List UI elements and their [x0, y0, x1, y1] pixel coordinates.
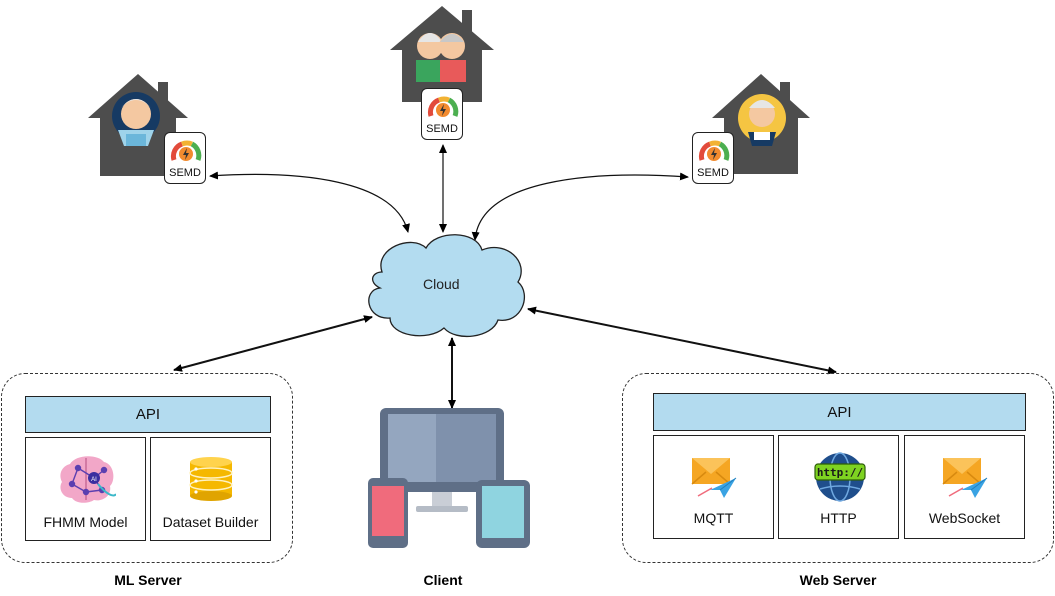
semd-device-left: SEMD — [164, 132, 206, 184]
web-server-websocket-box: WebSocket — [904, 435, 1025, 539]
mail-send-icon — [691, 458, 737, 498]
web-server-mqtt-box: MQTT — [653, 435, 774, 539]
svg-text:http://: http:// — [817, 466, 864, 479]
energy-meter-icon — [698, 140, 730, 161]
devices-icon — [368, 408, 530, 548]
ml-server-group — [1, 373, 293, 563]
database-icon — [189, 457, 233, 501]
http-globe-icon: http:// — [814, 452, 866, 502]
connector-cloud-web-server — [527, 306, 837, 375]
semd-label: SEMD — [426, 123, 458, 135]
connector-left-house-cloud — [209, 171, 410, 233]
energy-meter-icon — [170, 140, 202, 161]
semd-label: SEMD — [697, 167, 729, 179]
cloud-shape — [368, 234, 526, 338]
client-title: Client — [423, 572, 463, 588]
house-center-icon — [390, 6, 494, 102]
neural-brain-icon: AI — [60, 456, 116, 503]
web-server-title: Web Server — [799, 572, 877, 588]
semd-device-right: SEMD — [692, 132, 734, 184]
mqtt-label: MQTT — [693, 510, 734, 526]
websocket-label: WebSocket — [928, 510, 1001, 526]
energy-meter-icon — [427, 96, 459, 117]
http-label: HTTP — [820, 510, 857, 526]
semd-device-center: SEMD — [421, 88, 463, 140]
svg-text:AI: AI — [91, 477, 97, 483]
ml-server-title: ML Server — [114, 572, 182, 588]
house-left-icon — [88, 74, 188, 176]
fhmm-model-label: FHMM Model — [43, 514, 128, 530]
web-server-http-box: http:// HTTP — [778, 435, 899, 539]
house-right-icon — [712, 74, 810, 174]
dataset-builder-label: Dataset Builder — [162, 514, 259, 530]
ml-server-fhmm-box: AI FHMM Model — [25, 437, 146, 541]
connector-cloud-ml-server — [173, 315, 373, 372]
web-server-api-bar: API — [653, 393, 1026, 431]
cloud-label: Cloud — [423, 276, 460, 292]
mail-send-icon — [942, 458, 988, 498]
ml-server-api-bar: API — [25, 396, 271, 433]
semd-label: SEMD — [169, 167, 201, 179]
ml-server-dataset-box: Dataset Builder — [150, 437, 271, 541]
web-server-group — [622, 373, 1054, 563]
connector-right-house-cloud — [471, 172, 689, 241]
